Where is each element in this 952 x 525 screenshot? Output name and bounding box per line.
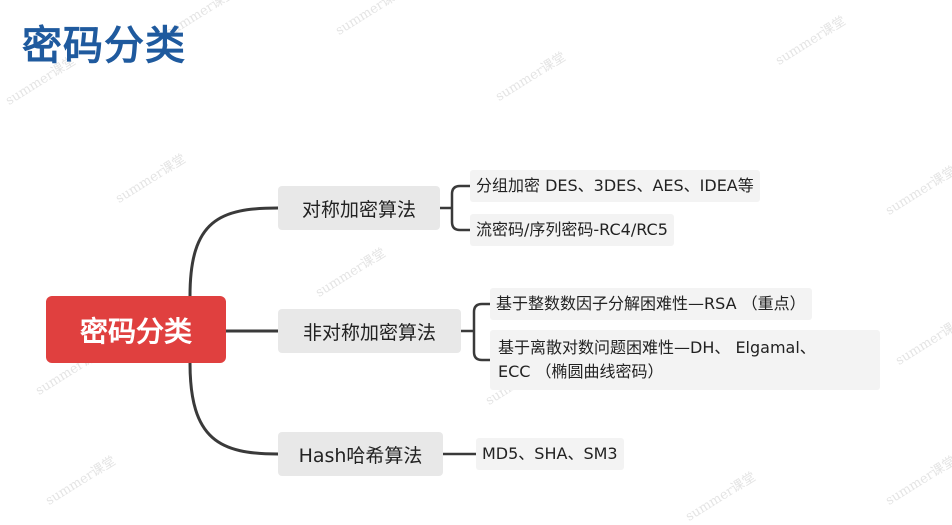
branch-asymmetric: 非对称加密算法 bbox=[278, 309, 461, 353]
mindmap-root-node: 密码分类 bbox=[46, 296, 226, 363]
leaf-block-cipher: 分组加密 DES、3DES、AES、IDEA等 bbox=[470, 170, 760, 202]
leaf-stream-cipher: 流密码/序列密码-RC4/RC5 bbox=[470, 214, 674, 246]
branch-symmetric: 对称加密算法 bbox=[278, 186, 440, 230]
connector-root-branch-3 bbox=[188, 361, 280, 456]
leaf-discrete-log: 基于离散对数问题困难性—DH、 Elgamal、 ECC （椭圆曲线密码） bbox=[490, 330, 880, 390]
leaf-discrete-log-line-2: ECC （椭圆曲线密码） bbox=[498, 362, 664, 381]
connector-branch-2-bracket bbox=[459, 302, 494, 362]
connector-branch-1-bracket bbox=[438, 184, 472, 232]
leaf-discrete-log-line-1: 基于离散对数问题困难性—DH、 Elgamal、 bbox=[498, 338, 816, 357]
page-title: 密码分类 bbox=[22, 23, 186, 69]
branch-hash: Hash哈希算法 bbox=[278, 432, 443, 476]
leaf-hash-algorithms: MD5、SHA、SM3 bbox=[476, 438, 624, 470]
leaf-rsa: 基于整数数因子分解困难性—RSA （重点） bbox=[490, 288, 812, 320]
connector-root-branch-1 bbox=[188, 206, 280, 298]
